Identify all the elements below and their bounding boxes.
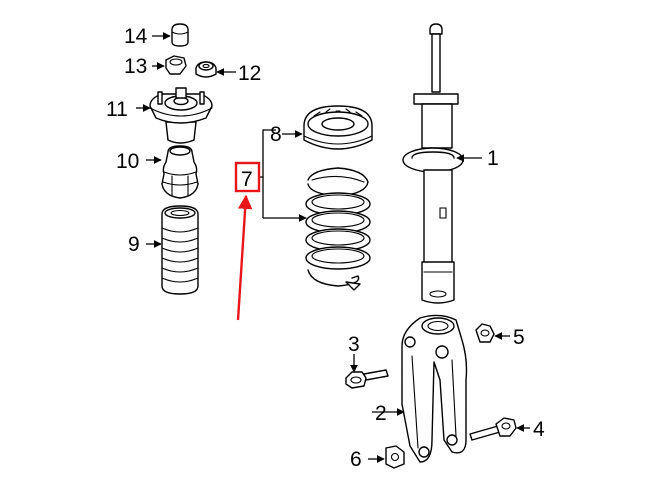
callout-10: 10 bbox=[116, 150, 139, 173]
callout-5: 5 bbox=[513, 326, 525, 349]
part-9-dust-boot[interactable] bbox=[161, 205, 199, 295]
part-14-cap[interactable] bbox=[171, 23, 189, 47]
callout-9: 9 bbox=[128, 233, 140, 256]
highlight-callout-7 bbox=[234, 161, 261, 321]
callout-11: 11 bbox=[106, 98, 128, 121]
part-5-nut[interactable] bbox=[475, 323, 495, 343]
callout-12: 12 bbox=[238, 62, 261, 85]
callout-labels: 1 2 3 4 5 6 7 8 9 10 11 12 13 14 bbox=[106, 25, 545, 471]
part-8-spring-seat[interactable] bbox=[303, 105, 373, 150]
callout-1: 1 bbox=[487, 147, 499, 170]
part-10-bump-stop[interactable] bbox=[161, 145, 199, 199]
leader-lines bbox=[136, 32, 530, 463]
callout-3: 3 bbox=[348, 333, 360, 356]
part-11-upper-mount[interactable] bbox=[149, 87, 213, 144]
callout-4: 4 bbox=[533, 418, 545, 441]
callout-2: 2 bbox=[375, 402, 387, 425]
callout-13: 13 bbox=[124, 55, 147, 78]
callout-8: 8 bbox=[270, 123, 282, 146]
part-2-knuckle[interactable] bbox=[401, 314, 468, 463]
part-4-bolt[interactable] bbox=[469, 417, 517, 441]
part-13-nut[interactable] bbox=[165, 55, 187, 75]
part-7-coil-spring[interactable] bbox=[305, 167, 371, 291]
callout-14: 14 bbox=[124, 25, 148, 48]
part-12-flange-nut[interactable] bbox=[195, 61, 217, 78]
part-3-bolt[interactable] bbox=[345, 369, 389, 389]
callout-6: 6 bbox=[350, 448, 362, 471]
callout-7: 7 bbox=[241, 168, 253, 191]
part-1-strut[interactable] bbox=[402, 23, 464, 304]
part-6-clip[interactable] bbox=[385, 445, 405, 469]
